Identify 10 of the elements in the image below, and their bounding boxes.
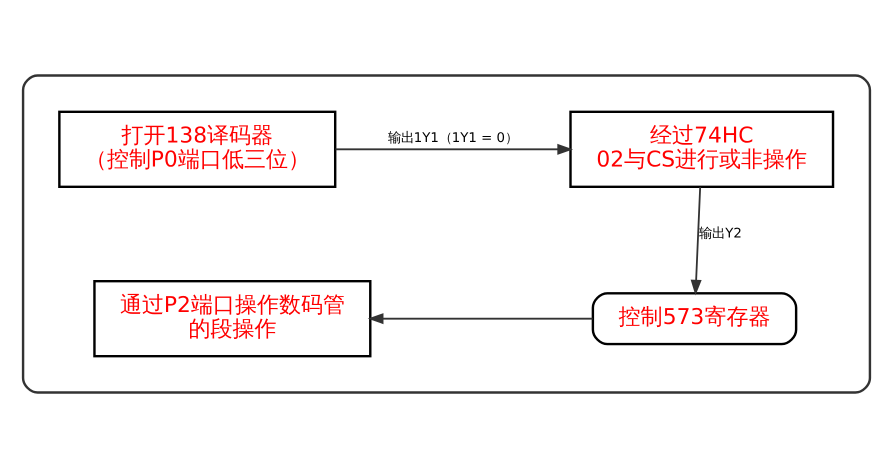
arrow	[335, 143, 574, 154]
edge-label: 输出Y2	[699, 226, 742, 241]
edge-label: 输出1Y1（1Y1 = 0）	[388, 130, 518, 146]
node-box: 控制573寄存器	[592, 292, 798, 345]
arrow	[690, 186, 702, 296]
cluster	[22, 74, 872, 394]
node-box: 通过P2端口操作数码管的段操作	[93, 279, 372, 357]
node-box: 经过74HC02与CS进行或非操作	[569, 110, 834, 188]
node-box: 打开138译码器（控制P0端口低三位）	[58, 110, 336, 188]
arrow	[368, 312, 593, 324]
